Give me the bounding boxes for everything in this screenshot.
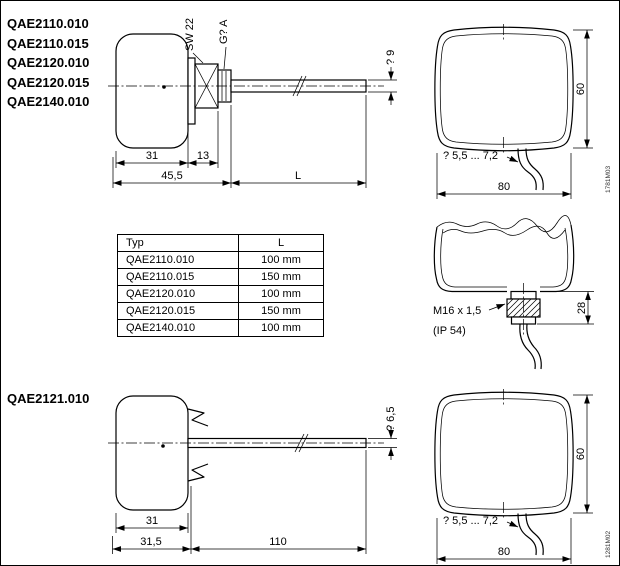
drawing-ref-code: 1781M03	[605, 166, 612, 193]
cell-typ: QAE2110.015	[117, 268, 239, 286]
table-row: QAE2140.010 100 mm	[117, 319, 324, 337]
model-item: QAE2120.010	[7, 55, 90, 70]
dimensions: 31 13 45,5 L	[112, 95, 367, 188]
model-item: QAE2140.010	[7, 94, 90, 109]
dim-width-80: 80	[436, 518, 572, 564]
probe-sensor-side-view: SW 22 G? A ? 9 31 13 45,5 L	[108, 18, 397, 188]
type-length-table: Typ L QAE2110.010 100 mm QAE2110.015 150…	[117, 234, 324, 337]
thread-size-label: G? A	[218, 19, 230, 44]
leader-line	[488, 303, 506, 311]
dim-80-label: 80	[498, 546, 510, 558]
model-label-qae2121: QAE2121.010	[7, 391, 90, 406]
dim-60-label: 60	[575, 448, 587, 460]
housing-cut-outline	[433, 215, 575, 293]
dim-diameter-6-5: ? 6,5	[368, 407, 397, 460]
dia9-label: ? 9	[385, 50, 397, 65]
strapon-sensor-side-view: ? 6,5 31 31,5 110	[108, 395, 397, 554]
ip-rating-label: (IP 54)	[433, 325, 466, 337]
cell-length: 100 mm	[238, 319, 324, 337]
dim-80-label: 80	[498, 181, 510, 193]
cell-typ: QAE2110.010	[117, 251, 239, 269]
break-wave-line	[442, 225, 566, 239]
table-row: QAE2120.015 150 mm	[117, 302, 324, 320]
dim-height-60: 60	[573, 29, 593, 149]
dim-gland-28: 28	[537, 291, 594, 325]
dim-28-label: 28	[576, 302, 588, 314]
spring-clips	[187, 408, 209, 482]
dimensions: 31 31,5 110	[112, 450, 367, 554]
cable-diameter-label: ? 5,5 ... 7,2	[443, 150, 498, 162]
dim-diameter-9: ? 9	[368, 50, 397, 105]
cell-length: 150 mm	[238, 268, 324, 286]
gland-size-label: M16 x 1,5	[433, 305, 481, 317]
table-row: QAE2110.010 100 mm	[117, 251, 324, 269]
mounting-flange	[187, 57, 196, 125]
table-header-row: Typ L	[117, 234, 324, 252]
table-row: QAE2110.015 150 mm	[117, 268, 324, 286]
cable	[517, 148, 544, 191]
housing-bottom-view: M16 x 1,5 (IP 54) 28	[433, 215, 594, 370]
dia6-5-label: ? 6,5	[385, 407, 397, 431]
housing-outline	[434, 24, 574, 154]
table-row: QAE2120.010 100 mm	[117, 285, 324, 303]
dim-width-80: 80	[436, 153, 572, 199]
leader-line	[192, 52, 204, 64]
model-item: QAE2110.015	[7, 35, 89, 51]
sw22-label: SW 22	[184, 18, 196, 51]
break-mark	[294, 433, 305, 453]
cell-length: 100 mm	[238, 285, 324, 303]
leader-line	[506, 520, 519, 528]
dim-height-60: 60	[573, 394, 593, 514]
cell-typ: QAE2120.015	[117, 302, 239, 320]
dim-45-5-label: 45,5	[161, 170, 182, 182]
cell-typ: QAE2140.010	[117, 319, 239, 337]
drawing-ref-code: 1281M02	[605, 531, 612, 558]
cell-typ: QAE2120.010	[117, 285, 239, 303]
clip-upper	[187, 408, 209, 427]
model-item: QAE2120.015	[7, 74, 90, 90]
cell-length: 150 mm	[238, 302, 324, 320]
model-item: QAE2110.010	[7, 16, 89, 31]
column-header-typ: Typ	[117, 234, 239, 252]
housing-outline	[434, 389, 574, 519]
dim-31-5-label: 31,5	[140, 536, 161, 548]
dim-110-label: 110	[269, 536, 287, 548]
clip-lower	[187, 463, 209, 482]
cable	[519, 323, 542, 370]
cable-diameter-label: ? 5,5 ... 7,2	[443, 515, 498, 527]
dim-13-label: 13	[197, 150, 209, 162]
dim-L-label: L	[295, 170, 301, 182]
housing-front-view-bottom: ? 5,5 ... 7,2 60 80 1281M02	[434, 389, 612, 564]
dim-31-label: 31	[146, 515, 158, 527]
column-header-l: L	[238, 234, 324, 252]
cable	[517, 513, 544, 556]
leader-line	[223, 46, 227, 70]
cell-length: 100 mm	[238, 251, 324, 269]
dim-31-label: 31	[146, 150, 158, 162]
leader-line	[506, 155, 519, 163]
break-wave-line	[436, 215, 572, 233]
cover-screw-icon	[161, 444, 165, 448]
housing-front-view-top: ? 5,5 ... 7,2 60 80 1781M03	[434, 24, 612, 199]
sensor-head-body	[115, 395, 189, 511]
model-list: QAE2110.010 QAE2110.015 QAE2120.010 QAE2…	[7, 14, 89, 112]
dim-60-label: 60	[575, 83, 587, 95]
